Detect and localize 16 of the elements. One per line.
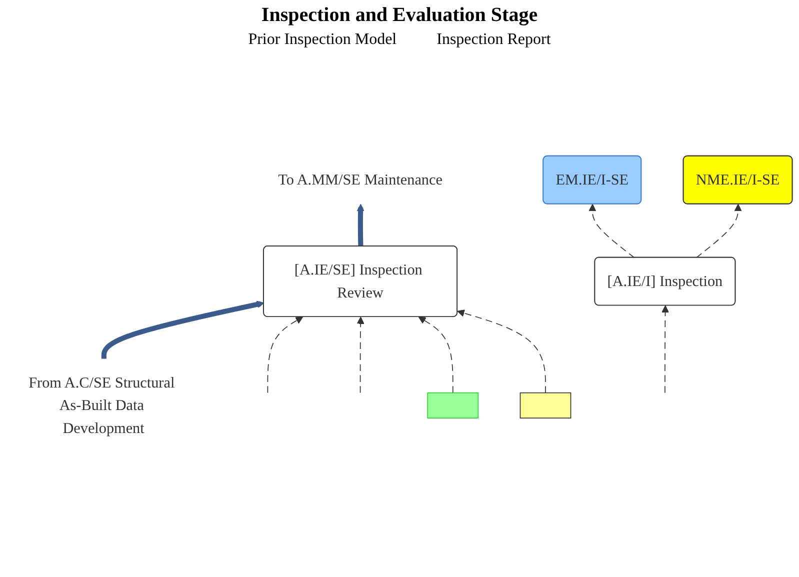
arrow [101,300,264,360]
arrow [662,305,669,394]
node-box [520,392,572,418]
node-text: To A.MM/SE Maintenance [278,170,442,188]
node-box [427,392,479,418]
node-text: From A.C/SE Structural As-Built Data Development [28,374,175,436]
note-label: Prior Inspection Model [248,31,397,49]
diagram-title: Inspection and Evaluation Stage [260,4,539,27]
arrow [696,204,742,258]
arrow [418,316,454,394]
arrow [356,204,364,246]
arrow [267,316,303,394]
arrow [588,204,635,258]
arrow [356,316,364,394]
note-label: Inspection Report [436,31,551,49]
arrow [457,310,546,394]
